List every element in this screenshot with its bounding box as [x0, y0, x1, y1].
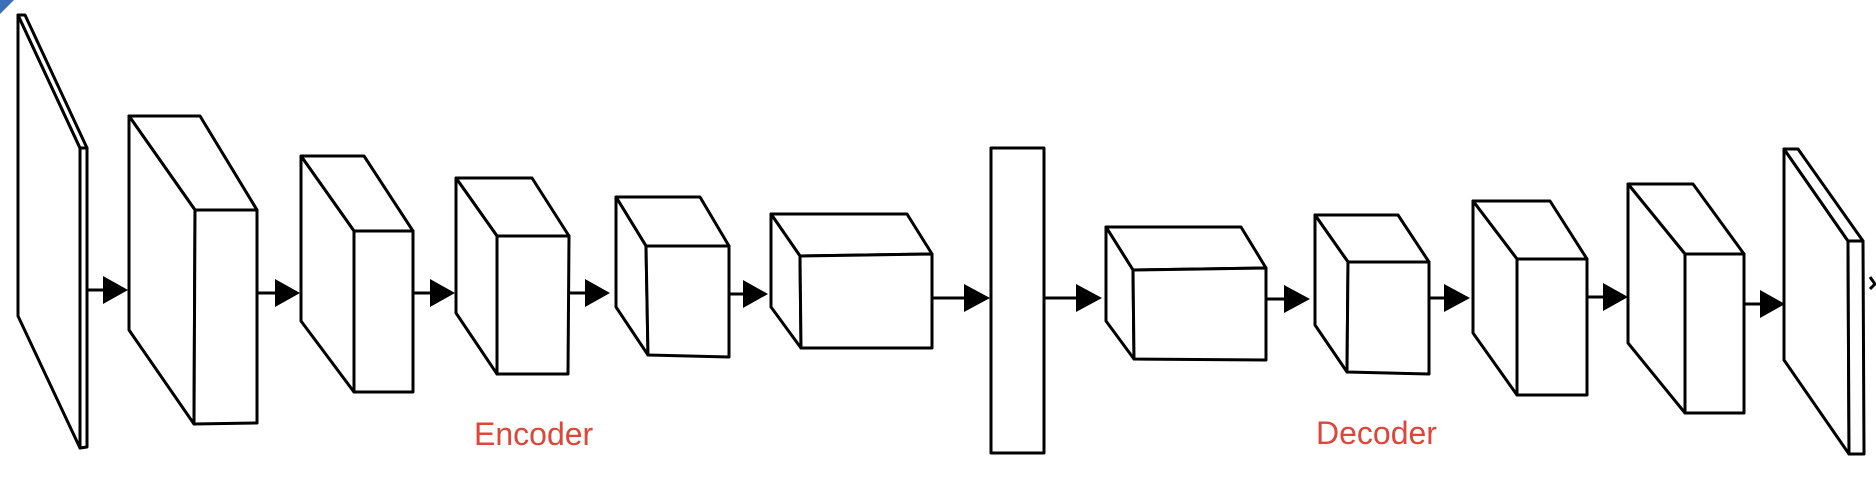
- arrow: [932, 284, 990, 312]
- encoder-block-4: [614, 195, 731, 359]
- corner-mark: [0, 0, 14, 14]
- arrow: [413, 279, 455, 307]
- decoder-block-1: [1104, 225, 1268, 362]
- encoder-block-3: [454, 176, 571, 376]
- encoder-block-2: [299, 154, 415, 394]
- encoder-label: Encoder: [474, 416, 594, 452]
- decoder-block-2: [1313, 213, 1431, 376]
- arrow: [88, 276, 128, 304]
- arrow: [729, 280, 768, 308]
- bottleneck-layer: [989, 146, 1046, 455]
- arrow: [1429, 284, 1470, 312]
- output-arrow-tip: [1868, 276, 1876, 291]
- arrow: [1045, 284, 1102, 312]
- arrow: [257, 279, 300, 307]
- decoder-block-3: [1471, 199, 1589, 397]
- decoder-block-4: [1626, 182, 1746, 415]
- encoder-block-1: [127, 114, 259, 426]
- output-layer: [1782, 147, 1866, 456]
- arrow: [1744, 290, 1785, 318]
- input-layer: [16, 13, 89, 450]
- decoder-label: Decoder: [1316, 415, 1437, 451]
- arrow: [569, 279, 610, 307]
- encoder-block-5: [769, 212, 934, 350]
- arrow: [1588, 283, 1628, 311]
- arrow: [1266, 285, 1310, 313]
